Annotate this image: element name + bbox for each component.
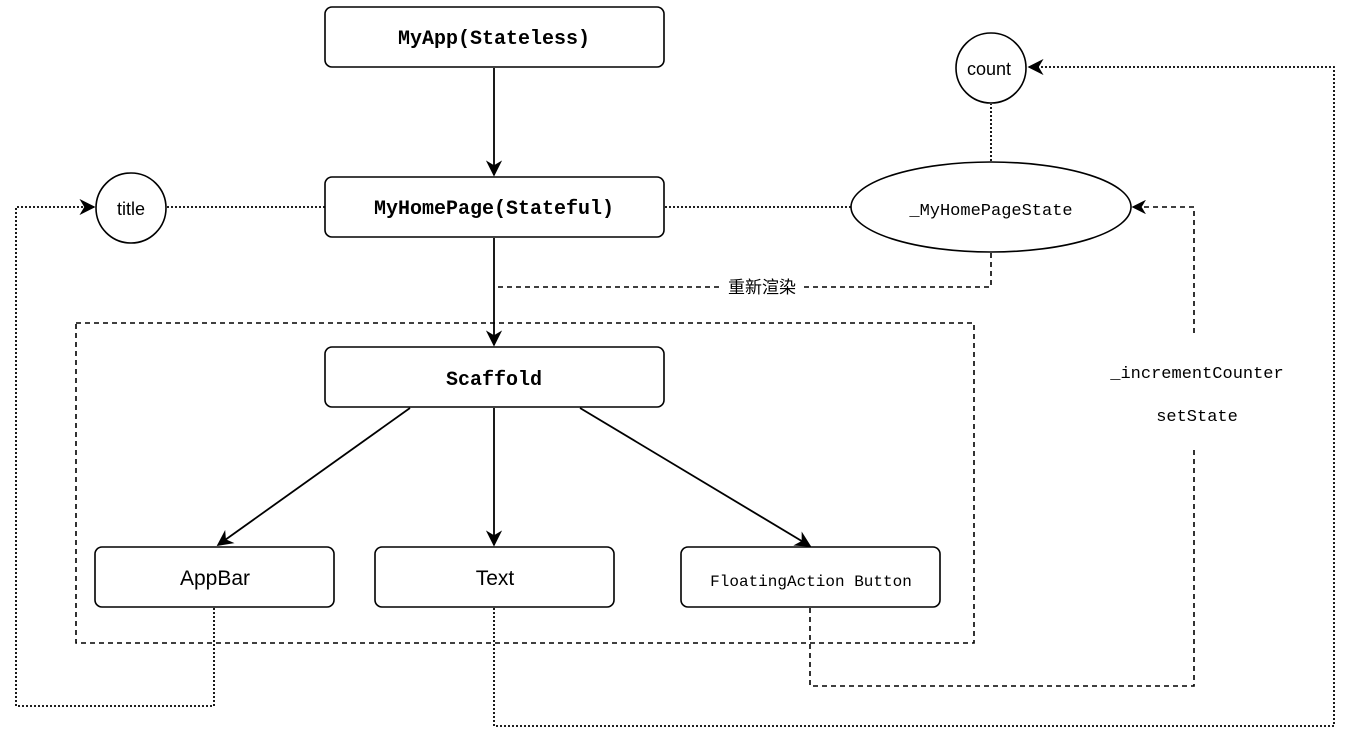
edge-appbar-to-title bbox=[15, 198, 215, 707]
node-myapp-label: MyApp(Stateless) bbox=[398, 28, 590, 51]
node-text: Text bbox=[374, 546, 615, 608]
node-homestate-label: _MyHomePageState bbox=[908, 202, 1072, 221]
node-homestate: _MyHomePageState bbox=[850, 161, 1132, 253]
node-fab-label: FloatingAction Button bbox=[710, 573, 912, 591]
node-appbar: AppBar bbox=[94, 546, 335, 608]
edge-scaffold-to-appbar bbox=[216, 407, 411, 546]
node-myhomepage-label: MyHomePage(Stateful) bbox=[374, 198, 614, 221]
edge-scaffold-to-fab bbox=[579, 407, 812, 547]
node-count-label: count bbox=[967, 59, 1011, 79]
edge-setstate-to-state bbox=[1131, 199, 1195, 333]
increment-counter-label: _incrementCounter bbox=[1109, 365, 1283, 384]
edge-text-to-count bbox=[493, 58, 1335, 727]
scaffold-group-box bbox=[75, 322, 975, 644]
node-scaffold: Scaffold bbox=[324, 346, 665, 408]
node-appbar-label: AppBar bbox=[180, 567, 250, 590]
node-count: count bbox=[955, 32, 1027, 104]
node-fab: FloatingAction Button bbox=[680, 546, 941, 608]
node-myhomepage: MyHomePage(Stateful) bbox=[324, 176, 665, 238]
rerender-label-bg bbox=[720, 276, 804, 298]
edge-fab-to-increment bbox=[809, 450, 1195, 687]
node-scaffold-label: Scaffold bbox=[446, 369, 542, 392]
node-title: title bbox=[95, 172, 167, 244]
node-title-label: title bbox=[117, 199, 145, 219]
edge-state-rerender bbox=[494, 253, 992, 288]
rerender-label: 重新渲染 bbox=[728, 278, 796, 298]
node-myapp: MyApp(Stateless) bbox=[324, 6, 665, 68]
setstate-label: setState bbox=[1156, 408, 1238, 427]
node-text-label: Text bbox=[476, 567, 515, 590]
